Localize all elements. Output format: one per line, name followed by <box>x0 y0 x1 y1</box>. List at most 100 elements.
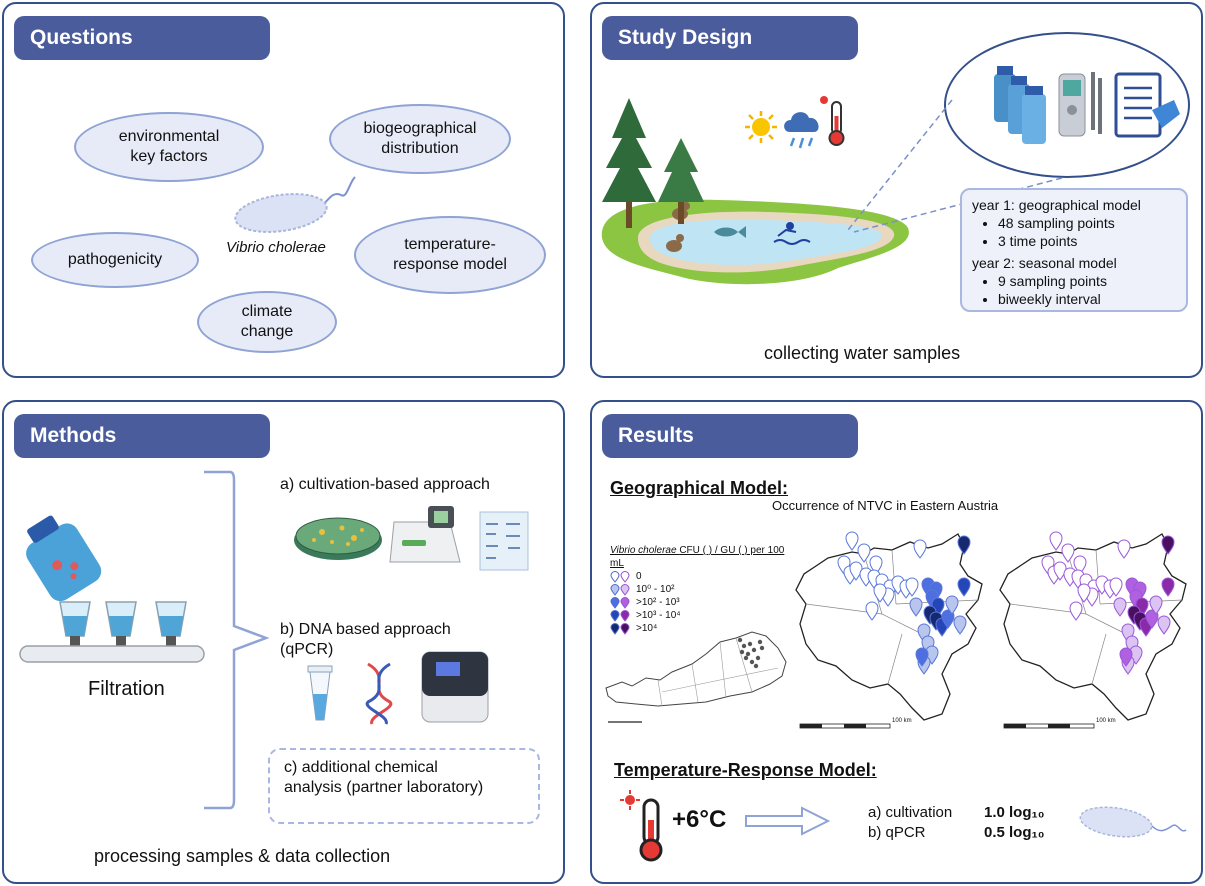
gu-pin-icon <box>620 570 630 583</box>
results-panel: Results Geographical Model: Occurrence o… <box>590 400 1203 884</box>
cfu-scale-bar <box>799 723 891 729</box>
cfu-sampling-pin <box>945 595 959 615</box>
multimeter-probe-icon <box>1058 72 1102 137</box>
cfu-sampling-pin <box>857 543 871 563</box>
pine-tree-large-icon <box>602 98 656 228</box>
cfu-sampling-pin <box>953 615 967 635</box>
bubble-temperature-response-model: temperature-response model <box>354 216 546 294</box>
year2-item: biweekly interval <box>998 290 1176 308</box>
gu-distribution-map <box>999 531 1187 729</box>
year2-label: year 2: seasonal model <box>972 255 1117 271</box>
sample-bottles-icon <box>994 66 1046 144</box>
cfu-sampling-pin <box>941 609 955 629</box>
year2-item: 9 sampling points <box>998 272 1176 290</box>
qpcr-label: b) qPCR <box>868 824 926 841</box>
sampling-site-dot <box>737 637 743 643</box>
cfu-pin-icon <box>610 622 620 635</box>
gu-sampling-pin <box>1161 577 1175 597</box>
sampling-site-dot <box>743 655 749 661</box>
gu-sampling-pin <box>1061 543 1075 563</box>
water-bottle-icon <box>26 515 102 602</box>
vibrio-cholerae-label: Vibrio cholerae <box>226 239 326 256</box>
gu-sampling-pin <box>1113 597 1127 617</box>
gu-sampling-pin <box>1117 539 1131 559</box>
gu-scale-label: 100 km <box>1096 718 1116 724</box>
year1-item: 3 time points <box>998 232 1176 250</box>
cfu-sampling-pin <box>845 531 859 551</box>
study-design-header: Study Design <box>602 16 858 60</box>
gu-sampling-pin <box>1109 577 1123 597</box>
geographical-model-subtitle: Occurrence of NTVC in Eastern Austria <box>772 498 999 513</box>
sun-icon <box>745 111 777 143</box>
lake-scene <box>601 98 909 285</box>
fish-icon <box>714 226 746 238</box>
year1-label: year 1: geographical model <box>972 197 1141 213</box>
cfu-sampling-pin <box>957 577 971 597</box>
sampling-info-box: year 1: geographical model 48 sampling p… <box>960 188 1188 312</box>
cultivation-label: a) cultivation <box>868 804 953 821</box>
cfu-sampling-pin <box>909 597 923 617</box>
thermometer-small-icon <box>820 96 845 146</box>
legend-row: >10³ - 10⁴ <box>610 609 800 622</box>
legend-row: >10² - 10³ <box>610 596 800 609</box>
map-legend: Vibrio cholerae CFU ( ) / GU ( ) per 100… <box>610 544 800 635</box>
sampling-site-dot <box>745 651 751 657</box>
approach-a-label: a) cultivation-based approach <box>280 476 490 493</box>
gu-sampling-pin <box>1049 531 1063 551</box>
filtration-manifold-icon <box>19 601 205 663</box>
methods-header: Methods <box>14 414 270 458</box>
gu-scale-bar <box>1003 723 1095 729</box>
sampling-site-dot <box>759 645 765 651</box>
geographical-model-heading: Geographical Model: <box>610 478 789 498</box>
legend-row: 10⁰ - 10² <box>610 583 800 596</box>
austria-overview-map <box>605 631 787 723</box>
vibrio-bacterium-icon <box>234 176 356 233</box>
maldi-instrument-icon <box>389 506 461 563</box>
gu-sampling-pin <box>1073 555 1087 575</box>
qpcr-machine-icon <box>421 651 489 723</box>
cfu-sampling-pin <box>913 539 927 559</box>
gu-sampling-pin <box>1157 615 1171 635</box>
sampling-site-dot <box>751 647 757 653</box>
gu-sampling-pin <box>1069 601 1083 621</box>
study-design-caption: collecting water samples <box>764 343 961 363</box>
filtration-label: Filtration <box>88 678 165 700</box>
gu-sampling-pin <box>1161 535 1175 555</box>
sampling-site-dot <box>749 659 755 665</box>
gu-pin-icon <box>620 583 630 596</box>
thermometer-icon <box>620 790 663 862</box>
vibrio-bacterium-small-icon <box>1079 806 1187 838</box>
cfu-sampling-pin <box>873 583 887 603</box>
bubble-pathogenicity: pathogenicity <box>31 232 199 288</box>
sampling-site-dot <box>747 641 753 647</box>
legend-row: >10⁴ <box>610 622 800 635</box>
gu-pin-icon <box>620 622 630 635</box>
study-design-panel: Study Design <box>590 2 1203 378</box>
swimmer-icon <box>773 222 811 245</box>
cfu-sampling-pin <box>957 535 971 555</box>
clipboard-checklist-icon <box>1114 72 1180 138</box>
sampling-site-dot <box>753 663 759 669</box>
results-header: Results <box>602 414 858 458</box>
dna-helix-icon <box>365 662 393 725</box>
gu-pin-icon <box>620 596 630 609</box>
legend-row: 0 <box>610 570 800 583</box>
pine-tree-small-icon <box>658 138 704 224</box>
cfu-pin-icon <box>610 609 620 622</box>
legend-title: Vibrio cholerae CFU ( ) / GU ( ) per 100… <box>610 545 785 569</box>
sampling-site-dot <box>739 649 745 655</box>
qpcr-value: 0.5 log₁₀ <box>984 824 1045 841</box>
questions-header: Questions <box>14 16 270 60</box>
cfu-pin-icon <box>610 583 620 596</box>
gu-sampling-pin <box>1119 647 1133 667</box>
methods-panel: Methods Filtration a) cultivation-based … <box>2 400 565 884</box>
petri-dish-icon <box>294 517 382 560</box>
year1-item: 48 sampling points <box>998 214 1176 232</box>
cfu-distribution-map <box>795 531 983 729</box>
temperature-delta: +6°C <box>672 806 727 833</box>
rain-cloud-icon <box>784 112 819 149</box>
